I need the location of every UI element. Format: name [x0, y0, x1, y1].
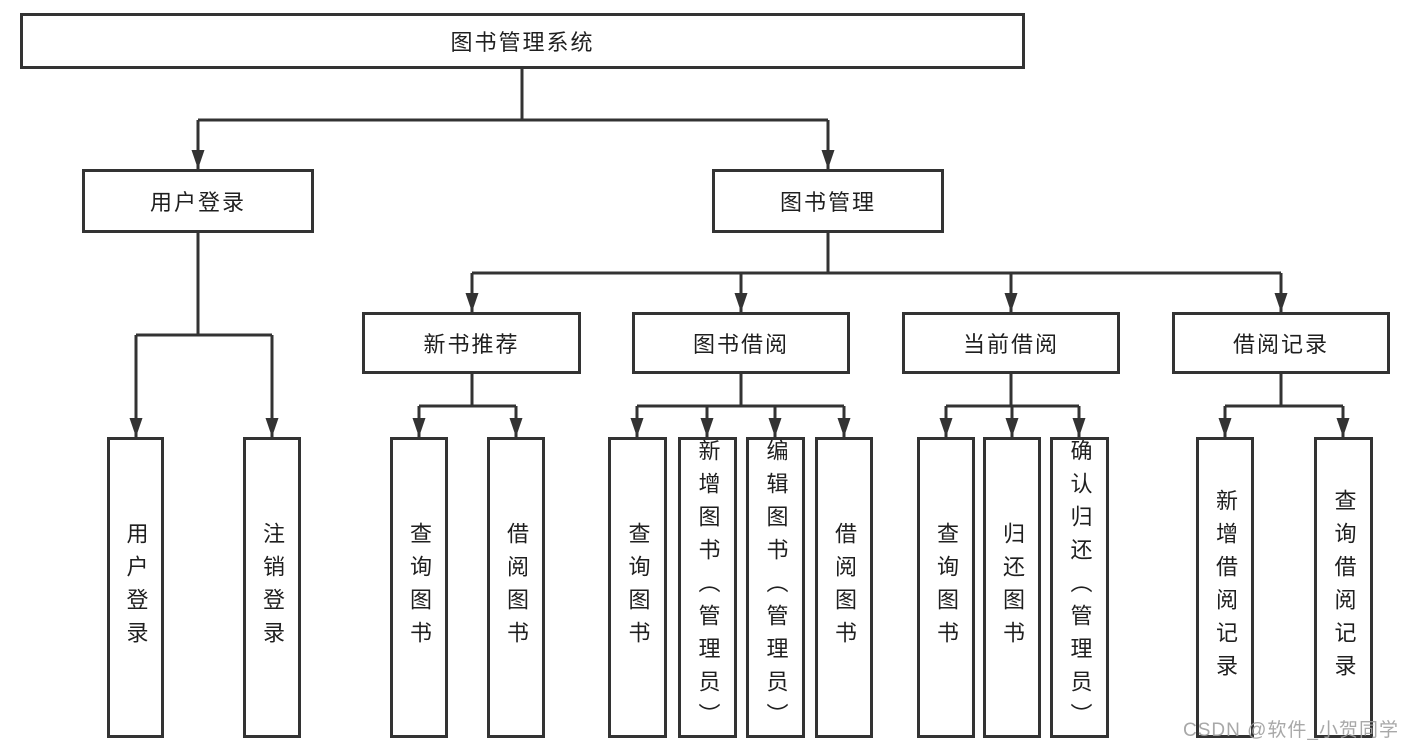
leaf-label: 用户登录: [123, 521, 149, 654]
node-label: 图书管理: [779, 190, 876, 215]
node-label: 图书借阅: [692, 332, 789, 357]
node-label: 新书推荐: [423, 332, 520, 357]
node-system-root: 图书管理系统: [20, 13, 1025, 69]
leaf-label: 查询图书: [407, 521, 432, 654]
leaf-label: 编辑图书（管理员）: [763, 439, 789, 736]
leaf-borrow-borrow-books: 借阅图书: [815, 437, 873, 738]
connector-root-to-level2: [191, 69, 835, 169]
connector-user-login-group: [129, 233, 279, 437]
leaf-borrow-query-books: 查询图书: [608, 437, 667, 738]
leaf-current-return-books: 归还图书: [983, 437, 1041, 738]
connector-book-borrow-group: [630, 374, 851, 437]
leaf-newbook-query-books: 查询图书: [390, 437, 448, 738]
connector-new-book-group: [412, 374, 523, 437]
leaf-label: 新增图书（管理员）: [695, 439, 721, 736]
leaf-borrow-edit-books-admin: 编辑图书（管理员）: [746, 437, 805, 738]
leaf-user-login: 用户登录: [107, 437, 164, 738]
node-label: 图书管理系统: [450, 30, 595, 55]
leaf-records-add-record: 新增借阅记录: [1196, 437, 1254, 738]
leaf-logout: 注销登录: [243, 437, 301, 738]
leaf-label: 注销登录: [260, 521, 285, 654]
node-current-borrow: 当前借阅: [902, 312, 1120, 374]
leaf-borrow-add-books-admin: 新增图书（管理员）: [678, 437, 737, 738]
leaf-label: 归还图书: [1000, 521, 1025, 654]
node-new-book-recommend: 新书推荐: [362, 312, 581, 374]
connector-borrow-records-group: [1218, 374, 1350, 437]
node-borrow-records: 借阅记录: [1172, 312, 1390, 374]
leaf-label: 借阅图书: [832, 521, 857, 654]
connector-mgmt-to-level3: [465, 233, 1288, 312]
leaf-label: 查询图书: [625, 521, 651, 654]
watermark: CSDN @软件_小贺同学: [1183, 720, 1399, 741]
leaf-label: 查询图书: [934, 521, 959, 654]
leaf-records-query-record: 查询借阅记录: [1314, 437, 1373, 738]
leaf-label: 查询借阅记录: [1331, 488, 1357, 687]
leaf-current-confirm-return-admin: 确认归还（管理员）: [1050, 437, 1109, 738]
connector-current-borrow-group: [939, 374, 1086, 437]
leaf-current-query-books: 查询图书: [917, 437, 975, 738]
node-book-management: 图书管理: [712, 169, 944, 233]
leaf-label: 新增借阅记录: [1213, 488, 1238, 687]
node-user-login: 用户登录: [82, 169, 314, 233]
node-label: 用户登录: [149, 190, 246, 215]
node-label: 当前借阅: [962, 332, 1059, 357]
leaf-label: 确认归还（管理员）: [1067, 439, 1093, 736]
node-book-borrow: 图书借阅: [632, 312, 850, 374]
node-label: 借阅记录: [1232, 332, 1329, 357]
leaf-newbook-borrow-books: 借阅图书: [487, 437, 545, 738]
leaf-label: 借阅图书: [504, 521, 529, 654]
